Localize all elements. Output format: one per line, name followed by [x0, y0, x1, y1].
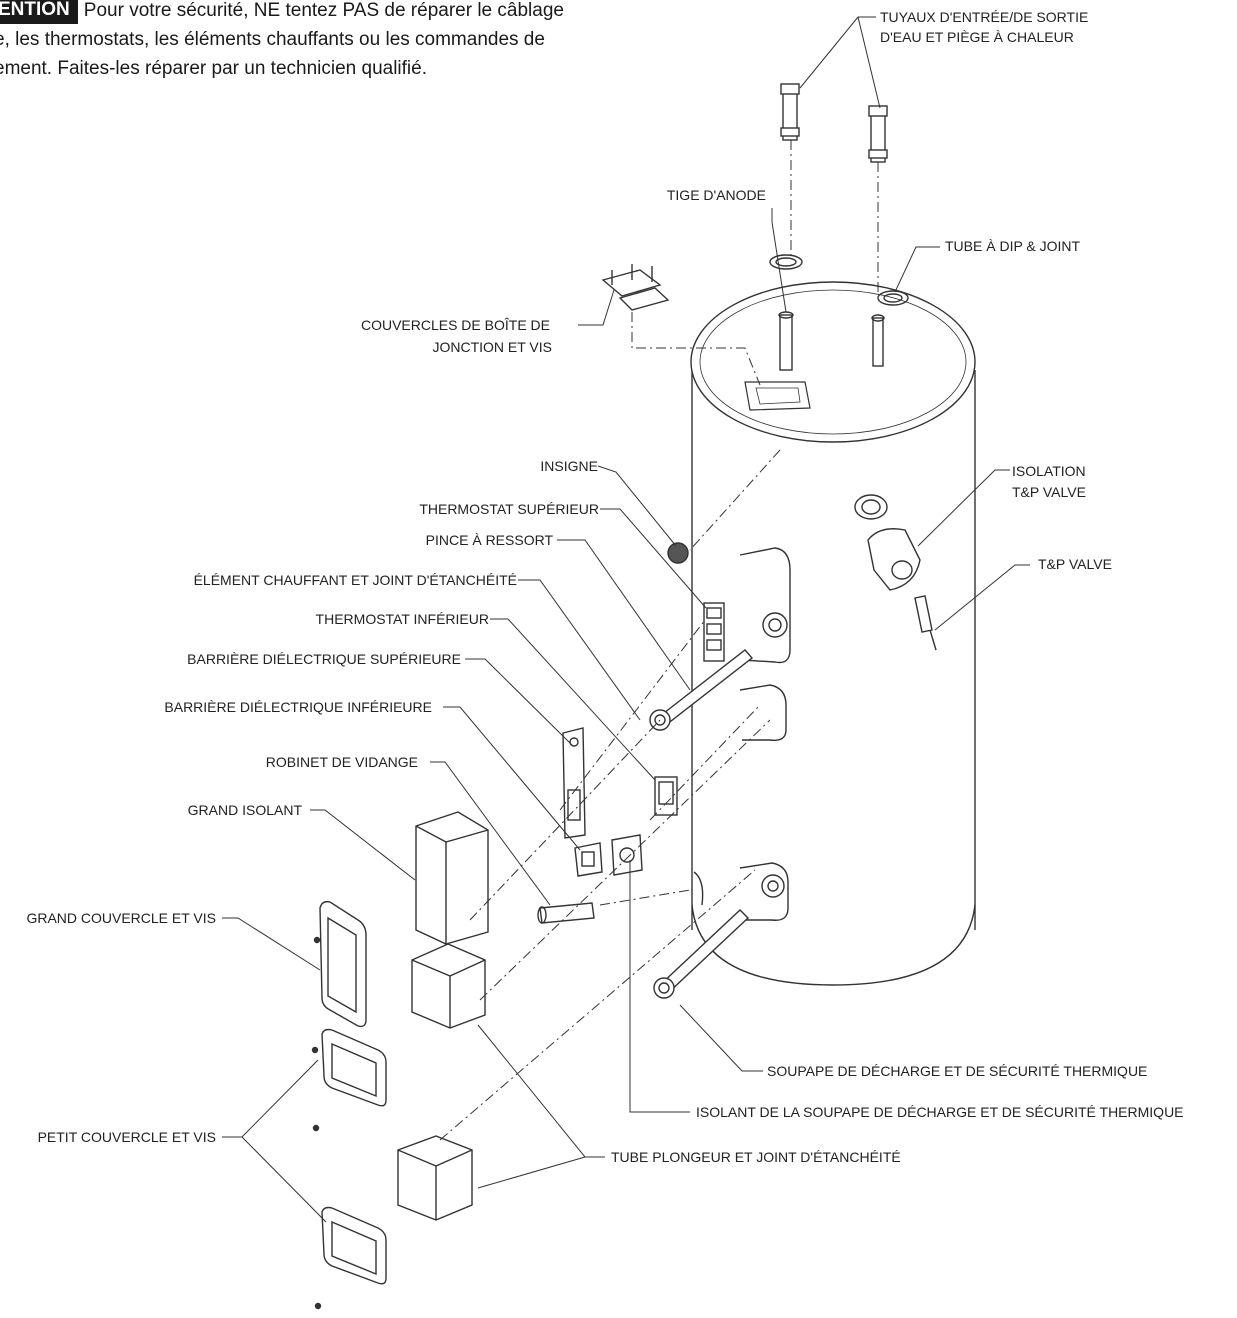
upper-thermostat-part [703, 602, 725, 662]
label-anode-rod: TIGE D'ANODE [667, 187, 766, 203]
upper-heating-element [649, 649, 754, 731]
water-heater-tank [690, 281, 976, 986]
assembly-centerlines [439, 140, 879, 1141]
dip-tube-insulation-lower [397, 1135, 473, 1221]
large-cover-part [313, 900, 367, 1028]
label-tp-insulation-1: ISOLATION [1012, 463, 1086, 479]
label-dip-tube-gasket: TUBE PLONGEUR ET JOINT D'ÉTANCHÉITÉ [611, 1149, 901, 1165]
label-heating-element: ÉLÉMENT CHAUFFANT ET JOINT D'ÉTANCHÉITÉ [194, 572, 517, 588]
small-cover-lower-part [314, 1206, 387, 1310]
label-tp-insulation-2: T&P VALVE [1012, 484, 1086, 500]
upper-dielectric-barrier-part [562, 727, 586, 839]
drain-valve-part [537, 902, 595, 924]
large-insulation-part [415, 811, 489, 945]
tp-valve-part [914, 595, 937, 651]
label-relief-valve: SOUPAPE DE DÉCHARGE ET DE SÉCURITÉ THERM… [767, 1063, 1147, 1079]
anode-rod [769, 254, 803, 371]
label-inlet-outlet-pipes-2: D'EAU ET PIÈGE À CHALEUR [880, 29, 1074, 45]
dip-tube-insulation-upper [411, 943, 486, 1029]
label-lower-thermostat: THERMOSTAT INFÉRIEUR [316, 611, 489, 627]
label-relief-valve-insulation: ISOLANT DE LA SOUPAPE DE DÉCHARGE ET DE … [696, 1104, 1184, 1120]
caution-badge: ENTION [0, 0, 78, 24]
label-upper-dielectric: BARRIÈRE DIÉLECTRIQUE SUPÉRIEURE [187, 651, 461, 667]
label-dip-tube: TUBE À DIP & JOINT [945, 238, 1081, 254]
lower-heating-element [653, 909, 750, 999]
label-small-cover: PETIT COUVERCLE ET VIS [38, 1129, 216, 1145]
label-large-insulation: GRAND ISOLANT [188, 802, 303, 818]
inlet-outlet-pipes [780, 83, 888, 163]
tp-valve-insulation-part [867, 528, 921, 591]
label-inlet-outlet-pipes-1: TUYAUX D'ENTRÉE/DE SORTIE [880, 9, 1088, 25]
label-spring-clip: PINCE À RESSORT [426, 532, 554, 548]
label-badge: INSIGNE [540, 458, 598, 474]
label-upper-thermostat: THERMOSTAT SUPÉRIEUR [419, 501, 599, 517]
badge-part [667, 542, 689, 564]
label-drain-valve: ROBINET DE VIDANGE [266, 754, 418, 770]
caution-text-2: e, les thermostats, les éléments chauffa… [0, 29, 545, 50]
dip-tube [871, 290, 909, 367]
label-tp-valve: T&P VALVE [1038, 556, 1112, 572]
label-lower-dielectric: BARRIÈRE DIÉLECTRIQUE INFÉRIEURE [164, 699, 432, 715]
lower-thermostat-part [654, 776, 678, 816]
label-junction-covers-1: COUVERCLES DE BOÎTE DE [361, 317, 550, 333]
label-junction-covers-2: JONCTION ET VIS [432, 339, 552, 355]
label-large-cover: GRAND COUVERCLE ET VIS [26, 910, 216, 926]
leader-lines [222, 16, 1030, 1223]
small-cover-upper-part [311, 1028, 387, 1132]
caution-text-1: Pour votre sécurité, NE tentez PAS de ré… [83, 0, 564, 21]
junction-box-covers [601, 264, 670, 311]
caution-text-3: ement. Faites-les réparer par un technic… [0, 58, 428, 79]
lower-dielectric-barrier-part [574, 834, 643, 877]
